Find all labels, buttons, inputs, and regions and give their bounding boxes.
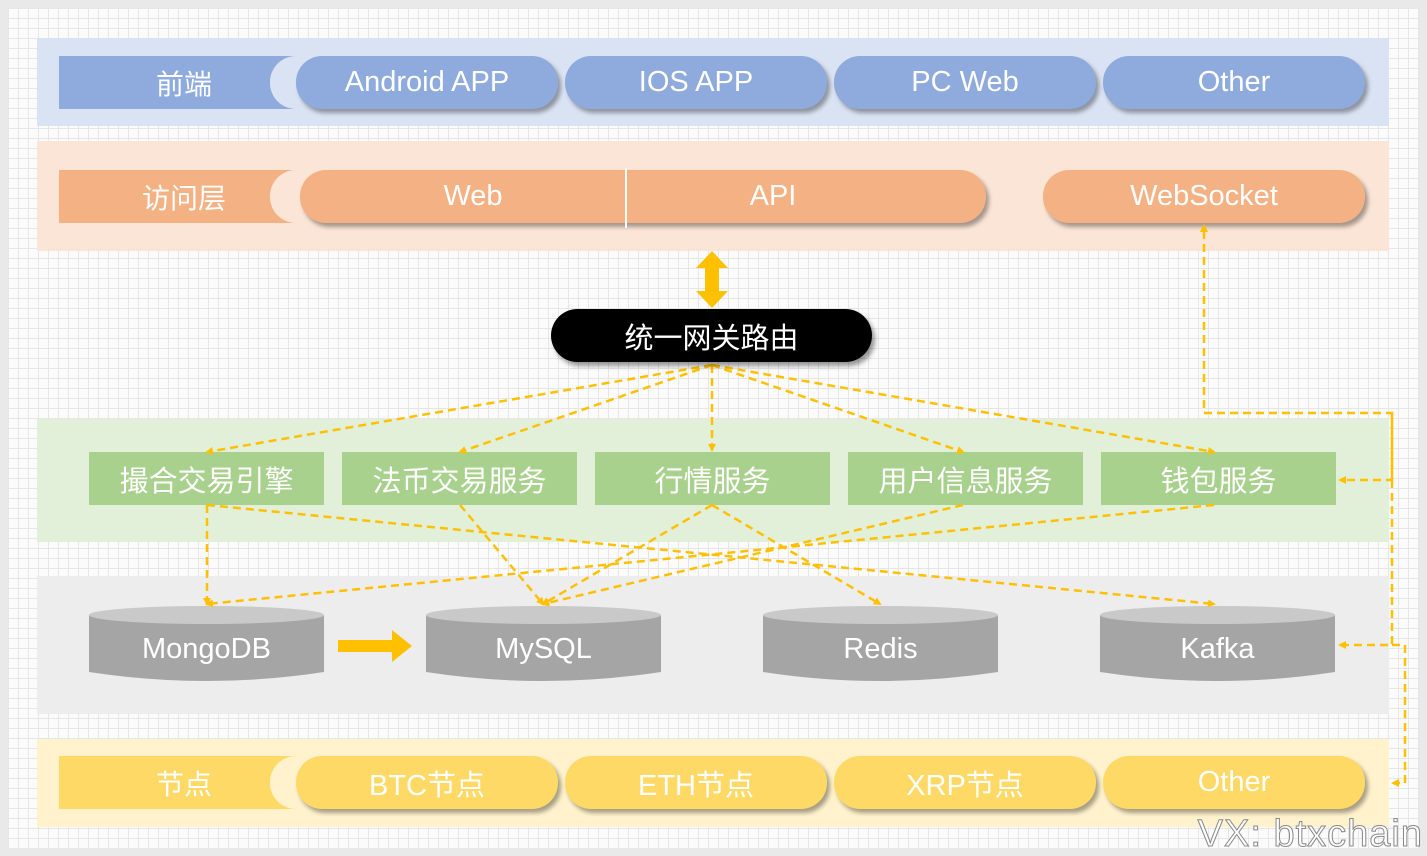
- service-matching-engine: 撮合交易引擎: [89, 452, 324, 505]
- db-cylinder-redis: [763, 606, 998, 681]
- watermark: VX: btxchain: [1197, 813, 1423, 856]
- market-to-mysql-line: [541, 503, 713, 606]
- node-item-eth: ETH节点: [565, 756, 827, 809]
- frontend-item-android: Android APP: [296, 56, 558, 109]
- frontend-item-other: Other: [1103, 56, 1365, 109]
- db-mongodb-label: MongoDB: [142, 632, 271, 665]
- frontend-label: 前端: [59, 56, 309, 109]
- gateway-router: 统一网关路由: [551, 309, 872, 362]
- db-cylinder-mongodb: [89, 606, 324, 681]
- service-fiat-trading: 法币交易服务: [342, 452, 577, 505]
- to-kafka-line: [1338, 480, 1394, 649]
- access-api: API: [749, 180, 797, 212]
- service-market-data: 行情服务: [595, 452, 830, 505]
- user-to-mysql-line: [541, 503, 964, 607]
- to-wallet-line: [1338, 413, 1394, 484]
- node-label: 节点: [59, 756, 309, 809]
- gw-to-user-line: [711, 363, 965, 454]
- access-websocket: WebSocket: [1043, 170, 1365, 223]
- frontend-item-ios: IOS APP: [565, 56, 827, 109]
- market-to-redis-line: [711, 503, 882, 606]
- access-web: Web: [443, 180, 503, 212]
- gateway-access-double-arrow: [696, 251, 728, 308]
- mongodb-mysql-arrow: [338, 630, 412, 662]
- access-divider: [625, 168, 627, 228]
- frontend-item-pcweb: PC Web: [834, 56, 1096, 109]
- to-websocket-line: [1200, 224, 1394, 480]
- service-user-info: 用户信息服务: [848, 452, 1083, 505]
- service-wallet: 钱包服务: [1101, 452, 1336, 505]
- db-kafka-label: Kafka: [1180, 632, 1255, 665]
- gw-to-matching-line: [205, 363, 713, 455]
- access-label: 访问层: [59, 170, 309, 223]
- gw-to-fiat-line: [458, 363, 713, 454]
- fiat-to-mysql-line: [459, 504, 545, 606]
- to-nodes-line: [1391, 643, 1407, 787]
- node-item-other: Other: [1103, 756, 1365, 809]
- db-redis-label: Redis: [843, 632, 918, 665]
- db-cylinder-kafka: [1100, 606, 1335, 681]
- db-cylinder-mysql: [426, 606, 661, 681]
- node-item-xrp: XRP节点: [834, 756, 1096, 809]
- gw-to-wallet-line: [711, 363, 1216, 455]
- db-mysql-label: MySQL: [495, 632, 592, 665]
- access-web-api-pill: [300, 170, 986, 223]
- node-item-btc: BTC节点: [296, 756, 558, 809]
